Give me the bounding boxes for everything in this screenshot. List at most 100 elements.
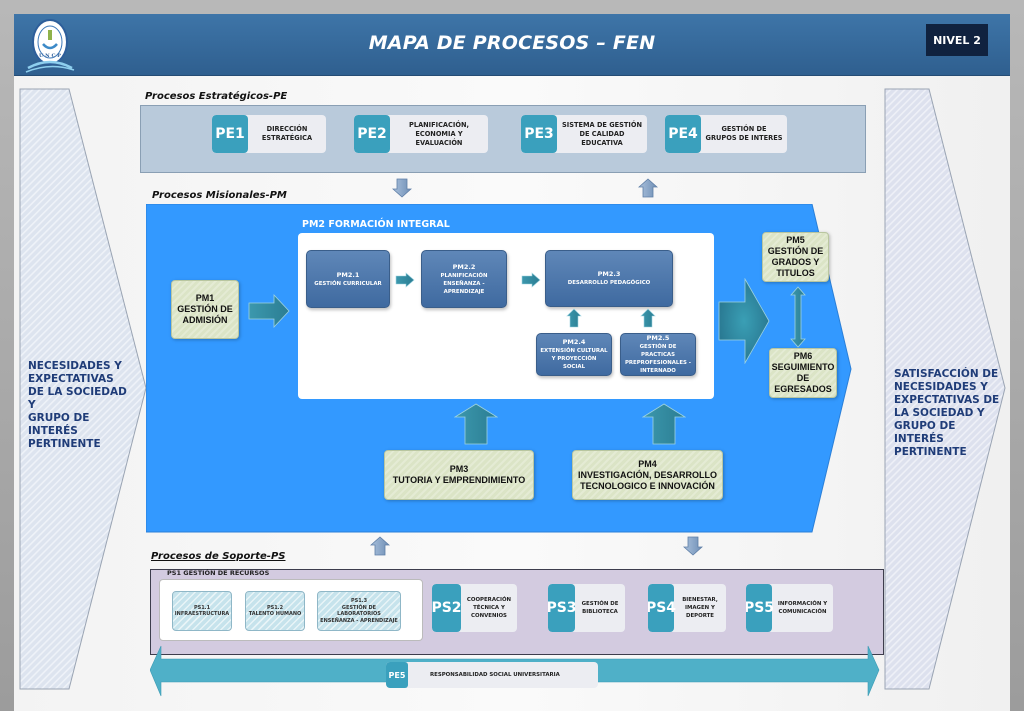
process-code: PE3 <box>521 115 557 153</box>
process-box-pm4[interactable]: PM4 INVESTIGACIÓN, DESARROLLO TECNOLOGIC… <box>572 450 723 500</box>
process-code: PM2.5 <box>646 334 670 342</box>
process-box-pm1[interactable]: PM1 GESTIÓN DE ADMISIÓN <box>171 280 239 339</box>
arrow-up-icon <box>566 308 582 328</box>
process-code: PE2 <box>354 115 390 153</box>
process-tile-pe3[interactable]: PE3 SISTEMA DE GESTIÓN DE CALIDAD EDUCAT… <box>521 115 647 153</box>
input-line: PERTINENTE <box>28 438 101 450</box>
process-name: PLANIFICACIÓN ENSEÑANZA - APRENDIZAJE <box>440 272 488 295</box>
svg-text:U N C P: U N C P <box>39 53 61 59</box>
process-code: PM2.4 <box>562 338 586 346</box>
process-box-pm5[interactable]: PM5 GESTIÓN DE GRADOS Y TITULOS <box>762 232 829 282</box>
process-code: PM5 <box>786 235 805 245</box>
arrow-right-icon <box>395 272 415 288</box>
process-tile-pe5[interactable]: PE5 RESPONSABILIDAD SOCIAL UNIVERSITARIA <box>386 662 598 688</box>
process-box-ps1-2[interactable]: PS1.2 TALENTO HUMANO <box>245 591 305 631</box>
university-seal-icon: U N C P <box>22 16 78 74</box>
process-name: RESPONSABILIDAD SOCIAL UNIVERSITARIA <box>430 672 560 678</box>
process-map-canvas: U N C P MAPA DE PROCESOS – FEN NIVEL 2 N… <box>14 14 1010 711</box>
mission-section-label: Procesos Misionales-PM <box>152 190 287 201</box>
process-name: DESARROLLO PEDAGÓGICO <box>567 280 651 286</box>
arrow-up-icon <box>454 403 498 445</box>
process-code: PM1 <box>195 293 215 303</box>
process-name: GESTIÓN DE LABORATORIOS ENSEÑANZA - APRE… <box>320 604 398 624</box>
process-code: PS1.3 <box>350 598 368 604</box>
output-satisfaction-arrow: SATISFACCIÓN DE NECESIDADES Y EXPECTATIV… <box>884 88 1006 690</box>
process-name: DIRECCIÓN ESTRATÉGICA <box>261 125 313 142</box>
process-code: PM3 <box>449 464 469 474</box>
process-box-ps1-1[interactable]: PS1.1 INFRAESTRUCTURA <box>172 591 232 631</box>
arrow-up-icon <box>640 308 656 328</box>
process-tile-ps4[interactable]: PS4 BIENESTAR, IMAGEN Y DEPORTE <box>648 584 726 632</box>
process-name: GESTIÓN DE GRADOS Y TITULOS <box>767 246 824 278</box>
process-tile-ps5[interactable]: PS5 INFORMACIÓN Y COMUNICACIÓN <box>746 584 833 632</box>
process-box-pm2-3[interactable]: PM2.3 DESARROLLO PEDAGÓGICO <box>545 250 673 307</box>
arrow-right-icon <box>521 272 541 288</box>
process-box-pm2-4[interactable]: PM2.4 EXTENSIÓN CULTURAL Y PROYECCIÓN SO… <box>536 333 612 376</box>
process-code: PM2.3 <box>597 270 621 278</box>
process-box-ps1-3[interactable]: PS1.3 GESTIÓN DE LABORATORIOS ENSEÑANZA … <box>317 591 401 631</box>
process-name: GESTIÓN DE ADMISIÓN <box>177 304 233 325</box>
ps1-title: PS1 GESTIÓN DE RECURSOS <box>167 569 270 577</box>
input-line: INTERÉS <box>28 425 78 437</box>
header-bar: U N C P MAPA DE PROCESOS – FEN NIVEL 2 <box>14 14 1010 76</box>
process-tile-pe2[interactable]: PE2 PLANIFICACIÓN, ECONOMIA Y EVALUACIÓN <box>354 115 488 153</box>
process-tile-ps2[interactable]: PS2 COOPERACIÓN TÉCNICA Y CONVENIOS <box>432 584 517 632</box>
input-line: GRUPO DE <box>28 412 90 424</box>
strategic-section-label: Procesos Estratégicos-PE <box>145 91 288 102</box>
process-name: SISTEMA DE GESTIÓN DE CALIDAD EDUCATIVA <box>562 120 642 147</box>
output-line: GRUPO DE INTERÉS <box>894 420 956 445</box>
process-name: INFRAESTRUCTURA <box>174 611 230 617</box>
output-line: PERTINENTE <box>894 446 967 458</box>
process-name: SEGUIMIENTO DE EGRESADOS <box>771 362 835 394</box>
arrow-up-icon <box>370 536 390 556</box>
process-tile-pe1[interactable]: PE1 DIRECCIÓN ESTRATÉGICA <box>212 115 326 153</box>
input-needs-arrow: NECESIDADES Y EXPECTATIVAS DE LA SOCIEDA… <box>19 88 147 690</box>
arrow-up-icon <box>642 403 686 445</box>
process-name: BIENESTAR, IMAGEN Y DEPORTE <box>682 597 718 619</box>
process-name: PLANIFICACIÓN, ECONOMIA Y EVALUACIÓN <box>409 120 469 147</box>
process-name: GESTIÓN DE BIBLIOTECA <box>581 601 619 615</box>
process-code: PE1 <box>212 115 248 153</box>
process-name: EXTENSIÓN CULTURAL Y PROYECCIÓN SOCIAL <box>540 348 608 370</box>
support-section-label: Procesos de Soporte-PS <box>151 551 286 562</box>
process-name: INFORMACIÓN Y COMUNICACIÓN <box>777 601 828 615</box>
process-code: PM6 <box>793 351 813 361</box>
process-code: PS2 <box>432 584 462 632</box>
process-box-pm2-5[interactable]: PM2.5 GESTIÓN DE PRACTICAS PREPROFESIONA… <box>620 333 696 376</box>
input-line: NECESIDADES Y <box>28 360 122 372</box>
arrow-right-icon <box>248 294 290 328</box>
process-code: PM2.2 <box>452 262 476 271</box>
process-code: PS1.2 <box>266 604 284 611</box>
process-code: PM4 <box>638 458 657 469</box>
pm2-title: PM2 FORMACIÓN INTEGRAL <box>302 219 450 230</box>
output-line: LA SOCIEDAD Y <box>894 407 985 419</box>
process-tile-pe4[interactable]: PE4 GESTIÓN DE GRUPOS DE INTERES <box>665 115 787 153</box>
output-line: SATISFACCIÓN DE <box>894 368 999 380</box>
process-name: GESTIÓN DE PRACTICAS PREPROFESIONALES - … <box>624 344 692 374</box>
level-badge: NIVEL 2 <box>926 24 988 56</box>
arrow-up-down-icon <box>790 286 806 348</box>
process-name: COOPERACIÓN TÉCNICA Y CONVENIOS <box>466 597 512 619</box>
output-line: EXPECTATIVAS DE <box>894 394 1000 406</box>
process-tile-ps3[interactable]: PS3 GESTIÓN DE BIBLIOTECA <box>548 584 625 632</box>
process-name: GESTIÓN CURRICULAR <box>314 280 382 287</box>
process-box-pm2-2[interactable]: PM2.2 PLANIFICACIÓN ENSEÑANZA - APRENDIZ… <box>421 250 507 308</box>
process-box-pm3[interactable]: PM3 TUTORIA Y EMPRENDIMIENTO <box>384 450 534 500</box>
process-code: PE5 <box>386 662 408 688</box>
arrow-down-icon <box>683 536 703 556</box>
process-box-pm2-1[interactable]: PM2.1 GESTIÓN CURRICULAR <box>306 250 390 308</box>
input-line: EXPECTATIVAS <box>28 373 114 385</box>
process-code: PE4 <box>665 115 701 153</box>
page-title: MAPA DE PROCESOS – FEN <box>368 32 656 54</box>
arrow-up-icon <box>638 178 658 198</box>
process-code: PM2.1 <box>336 270 360 279</box>
process-code: PS4 <box>648 584 676 632</box>
input-line: DE LA SOCIEDAD Y <box>28 386 127 411</box>
process-name: TALENTO HUMANO <box>248 611 302 617</box>
process-box-pm6[interactable]: PM6 SEGUIMIENTO DE EGRESADOS <box>769 348 837 398</box>
arrow-down-icon <box>392 178 412 198</box>
process-name: INVESTIGACIÓN, DESARROLLO TECNOLOGICO E … <box>577 469 717 491</box>
process-name: GESTIÓN DE GRUPOS DE INTERES <box>705 125 783 142</box>
arrow-right-icon <box>718 278 770 364</box>
process-code: PS5 <box>746 584 774 632</box>
